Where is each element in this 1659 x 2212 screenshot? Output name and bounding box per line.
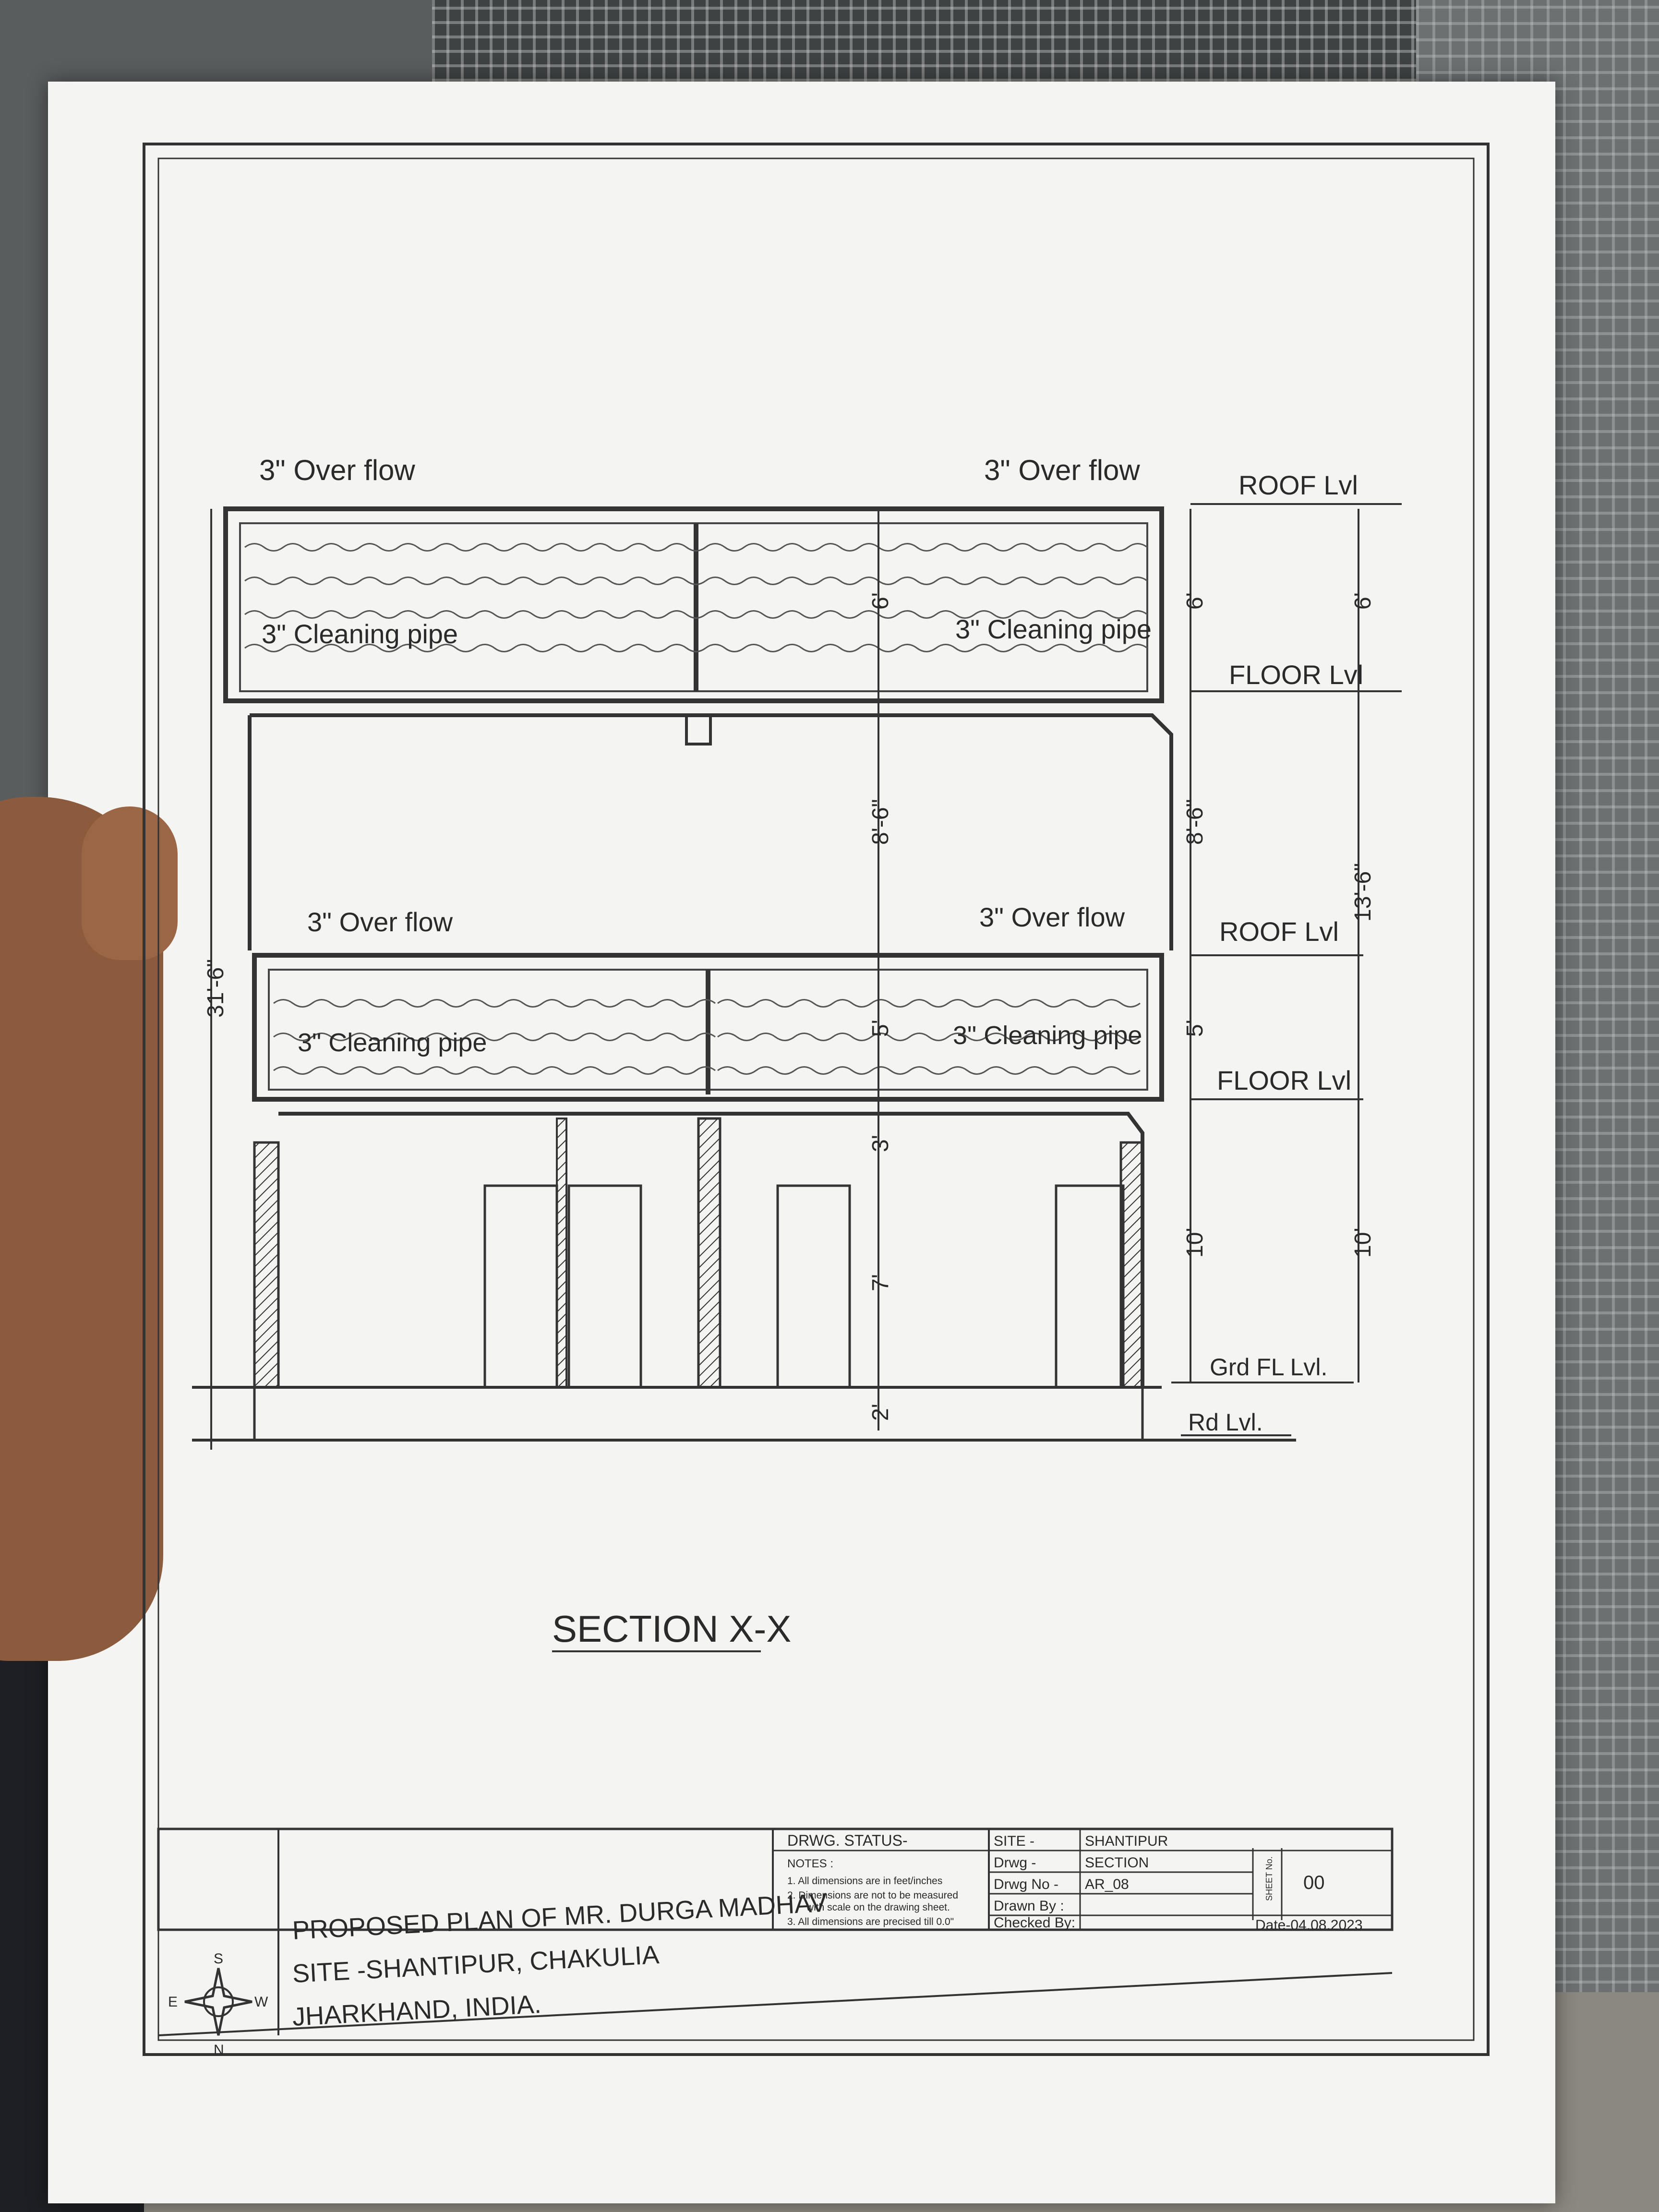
lower-overflow-right-label: 3" Over flow bbox=[979, 902, 1125, 932]
upper-overflow-right-label: 3" Over flow bbox=[984, 454, 1140, 486]
door-1 bbox=[483, 1184, 558, 1389]
roof-level-lower-label: ROOF Lvl bbox=[1219, 916, 1339, 947]
thumb bbox=[82, 806, 178, 960]
dim-center-5: 5' bbox=[868, 1020, 893, 1037]
sheet-number-label: SHEET No. bbox=[1264, 1856, 1274, 1901]
lower-water-tank bbox=[252, 953, 1164, 1102]
dimension-lines bbox=[210, 503, 1402, 1450]
date-label: Date-04.08.2023 bbox=[1255, 1917, 1363, 1933]
upper-beam bbox=[685, 714, 712, 745]
lower-cleaning-right-label: 3" Cleaning pipe bbox=[953, 1021, 1142, 1050]
compass-n: N bbox=[214, 2042, 224, 2058]
upper-cleaning-left-label: 3" Cleaning pipe bbox=[262, 619, 458, 649]
drawing-number-value: AR_08 bbox=[1085, 1876, 1129, 1892]
door-2 bbox=[567, 1184, 642, 1389]
title-block: PROPOSED PLAN OF MR. DURGA MADHAV SITE -… bbox=[157, 1827, 1394, 2036]
compass-e: E bbox=[168, 1994, 178, 2010]
site-key: SITE - bbox=[994, 1833, 1034, 1849]
dim-far-10: 10' bbox=[1350, 1227, 1376, 1258]
ground-floor-level-label: Grd FL Lvl. bbox=[1210, 1354, 1327, 1381]
drawn-by-key: Drawn By : bbox=[994, 1898, 1064, 1914]
dim-far-13-6: 13'-6" bbox=[1350, 863, 1376, 922]
note-2a: 2. Dimensions are not to be measured bbox=[787, 1890, 958, 1901]
floor-level-lower-label: FLOOR Lvl bbox=[1217, 1065, 1351, 1095]
dim-center-7: 7' bbox=[868, 1274, 893, 1291]
drawing-number-key: Drwg No - bbox=[994, 1876, 1058, 1892]
lower-water-waves bbox=[273, 999, 1141, 1075]
compass-icon: S N E W bbox=[168, 1951, 268, 2058]
dim-total-31-6: 31'-6" bbox=[203, 959, 228, 1018]
upper-water-waves bbox=[244, 543, 1148, 652]
road-level-label: Rd Lvl. bbox=[1188, 1409, 1263, 1436]
compass-s: S bbox=[214, 1951, 223, 1967]
lower-cleaning-left-label: 3" Cleaning pipe bbox=[298, 1028, 487, 1057]
upper-cleaning-right-label: 3" Cleaning pipe bbox=[955, 614, 1152, 644]
dim-center-8-6: 8'-6" bbox=[868, 799, 893, 845]
dimension-texts: 6' 8'-6" 5' 3' 7' 2' 6' 8'-6" 5' 10' 6' … bbox=[203, 592, 1376, 1421]
dim-center-2: 2' bbox=[868, 1404, 893, 1421]
ground-floor bbox=[192, 1112, 1296, 1442]
door-3 bbox=[776, 1184, 851, 1389]
paper-sheet bbox=[48, 82, 1555, 2203]
note-2b: with scale on the drawing sheet. bbox=[806, 1902, 950, 1913]
project-title: PROPOSED PLAN OF MR. DURGA MADHAV bbox=[291, 1888, 828, 1945]
note-3: 3. All dimensions are precised till 0.0" bbox=[787, 1916, 954, 1927]
checked-by-key: Checked By: bbox=[994, 1915, 1075, 1931]
site-value: SHANTIPUR bbox=[1085, 1833, 1168, 1849]
section-title: SECTION X-X bbox=[552, 1608, 791, 1650]
note-1: 1. All dimensions are in feet/inches bbox=[787, 1875, 942, 1887]
sheet-number-value: 00 bbox=[1303, 1872, 1325, 1893]
dim-right-8-6: 8'-6" bbox=[1182, 799, 1208, 845]
site-line: SITE -SHANTIPUR, CHAKULIA bbox=[291, 1940, 660, 1988]
floor-level-upper-label: FLOOR Lvl bbox=[1229, 660, 1363, 690]
drawing-key: Drwg - bbox=[994, 1855, 1036, 1871]
drawing-value: SECTION bbox=[1085, 1855, 1149, 1871]
dim-far-6: 6' bbox=[1350, 592, 1376, 610]
state-line: JHARKHAND, INDIA. bbox=[291, 1990, 542, 2032]
drawing-border bbox=[143, 143, 1490, 2056]
upper-water-tank bbox=[223, 506, 1164, 703]
roof-level-upper-label: ROOF Lvl bbox=[1238, 470, 1358, 500]
upper-overflow-left-label: 3" Over flow bbox=[259, 454, 415, 486]
dim-right-6: 6' bbox=[1182, 592, 1208, 610]
dim-right-10: 10' bbox=[1182, 1227, 1208, 1258]
drawing-inner-border bbox=[157, 157, 1475, 2041]
drawing-status-label: DRWG. STATUS- bbox=[787, 1832, 908, 1849]
notes-label: NOTES : bbox=[787, 1857, 833, 1870]
lower-overflow-left-label: 3" Over flow bbox=[307, 907, 453, 937]
dim-center-6: 6' bbox=[868, 592, 893, 610]
door-4 bbox=[1055, 1184, 1125, 1389]
dim-center-3: 3' bbox=[868, 1135, 893, 1152]
compass-w: W bbox=[254, 1994, 268, 2010]
dim-right-5: 5' bbox=[1182, 1020, 1208, 1037]
